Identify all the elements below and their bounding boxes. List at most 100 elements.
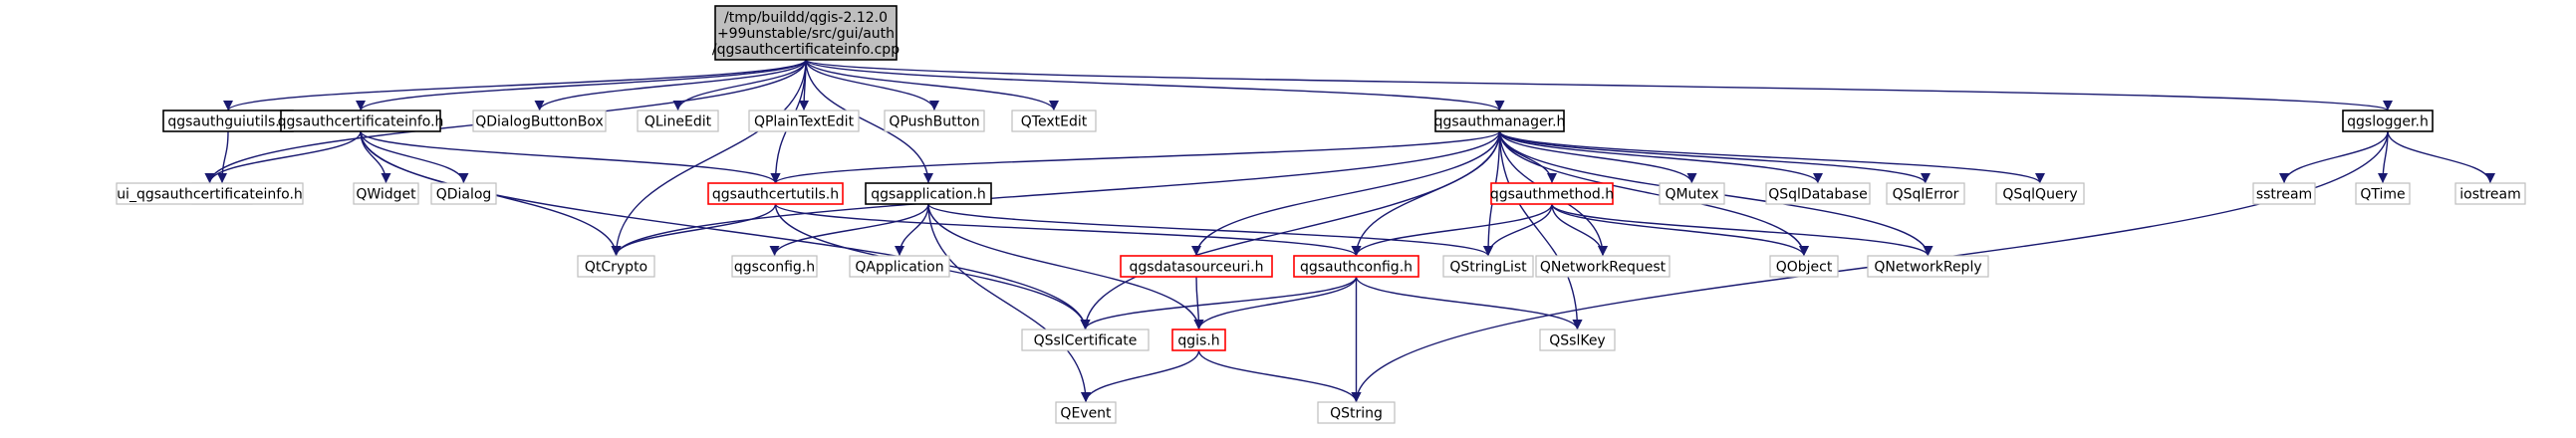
node-qgsauthmanager-box	[1434, 110, 1565, 132]
edge-qgsauthmethod-to-qnetworkreply	[1551, 203, 1933, 257]
node-qgsconfig-label-0: qgsconfig.h	[734, 260, 815, 276]
node-qgsconfig-box	[731, 255, 818, 278]
node-qtcrypto-box	[577, 255, 655, 278]
node-qgsapplication[interactable]: qgsapplication.h	[865, 182, 992, 205]
node-qgslogger-box	[2342, 110, 2434, 132]
node-qgsauthcertificateinfo_h[interactable]: qgsauthcertificateinfo.h	[278, 110, 444, 132]
node-qlineedit-label-0: QLineEdit	[644, 114, 712, 130]
edge-root-to-qtcrypto	[611, 59, 807, 257]
node-qsqldatabase: QSqlDatabase	[1765, 182, 1871, 205]
node-qnetworkrequest-box	[1535, 255, 1671, 278]
node-qsslkey: QSslKey	[1539, 328, 1616, 351]
node-ui_qgsauthcertificateinfo-box	[116, 182, 304, 205]
node-qsqlerror: QSqlError	[1886, 182, 1965, 205]
node-qsslcertificate-box	[1021, 328, 1150, 351]
node-qpushbutton-box	[884, 110, 985, 132]
node-qnetworkrequest-label-0: QNetworkRequest	[1540, 260, 1667, 276]
edges-layer	[204, 59, 2495, 403]
node-qsslcertificate-label-0: QSslCertificate	[1034, 333, 1138, 349]
node-qgsauthmethod[interactable]: qgsauthmethod.h	[1490, 182, 1614, 205]
node-qgsauthconfig-box	[1293, 255, 1419, 278]
node-qnetworkreply-box	[1867, 255, 1989, 278]
edge-qgsauthconfig-to-qsslkey	[1355, 276, 1583, 330]
node-qevent: QEvent	[1055, 401, 1117, 424]
node-qgsapplication-label-0: qgsapplication.h	[871, 187, 986, 203]
node-qdialog-box	[430, 182, 497, 205]
node-qdialogbuttonbox-box	[472, 110, 607, 132]
node-qstringlist-label-0: QStringList	[1449, 260, 1527, 276]
edge-root-to-qlineedit	[672, 59, 807, 111]
node-qstring: QString	[1317, 401, 1396, 424]
node-qtime: QTime	[2355, 182, 2411, 205]
node-qgsauthcertificateinfo_h-label-0: qgsauthcertificateinfo.h	[278, 114, 444, 130]
node-root-box	[714, 5, 898, 61]
node-qgis-label-0: qgis.h	[1177, 333, 1219, 349]
edge-root-to-qgslogger	[805, 59, 2393, 111]
edge-root-to-qgsapplication	[805, 59, 933, 184]
node-qgsauthcertificateinfo_h-box	[280, 110, 441, 132]
node-qstringlist-box	[1442, 255, 1534, 278]
edge-root-to-qdialogbuttonbox	[534, 59, 807, 111]
edge-qgsauthmanager-to-qsslcertificate	[1080, 130, 1501, 330]
edge-qgsauthconfig-to-qsslcertificate	[1080, 276, 1358, 330]
node-qtextedit: QTextEdit	[1011, 110, 1097, 132]
node-qgis-box	[1171, 328, 1226, 351]
node-qgsconfig: qgsconfig.h	[731, 255, 818, 278]
node-qsqldatabase-label-0: QSqlDatabase	[1768, 187, 1867, 203]
node-qgsdatasourceuri[interactable]: qgsdatasourceuri.h	[1120, 255, 1273, 278]
node-qgslogger-label-0: qgslogger.h	[2347, 114, 2429, 130]
node-qdialogbuttonbox-label-0: QDialogButtonBox	[475, 114, 604, 130]
node-qobject-box	[1769, 255, 1839, 278]
node-qgsauthmethod-label-0: qgsauthmethod.h	[1490, 187, 1614, 203]
node-qtime-label-0: QTime	[2360, 187, 2405, 203]
node-root-label-0: /tmp/buildd/qgis-2.12.0	[724, 10, 888, 26]
edge-qgsapplication-to-qgis	[927, 203, 1204, 330]
node-qgsauthguiutils-label-0: qgsauthguiutils.h	[167, 114, 288, 130]
node-ui_qgsauthcertificateinfo-label-0: ui_qgsauthcertificateinfo.h	[117, 187, 303, 203]
node-qgsauthcertutils[interactable]: qgsauthcertutils.h	[707, 182, 844, 205]
node-qgsauthguiutils[interactable]: qgsauthguiutils.h	[162, 110, 294, 132]
node-qsqlerror-label-0: QSqlError	[1893, 187, 1959, 203]
edge-qgsauthmethod-to-qnetworkrequest	[1551, 203, 1608, 257]
node-root[interactable]: /tmp/buildd/qgis-2.12.0+99unstable/src/g…	[712, 5, 900, 61]
node-qstring-label-0: QString	[1330, 406, 1383, 422]
edge-qgslogger-to-iostream	[2387, 130, 2495, 184]
node-qnetworkreply-label-0: QNetworkReply	[1874, 260, 1981, 276]
node-qlineedit-box	[637, 110, 719, 132]
node-qtcrypto-label-0: QtCrypto	[585, 260, 647, 276]
node-qgsauthconfig[interactable]: qgsauthconfig.h	[1293, 255, 1419, 278]
node-qgsauthmanager[interactable]: qgsauthmanager.h	[1434, 110, 1566, 132]
node-qsslkey-label-0: QSslKey	[1549, 333, 1605, 349]
node-qgsauthconfig-label-0: qgsauthconfig.h	[1300, 260, 1413, 276]
edge-qgsauthmethod-to-qobject	[1551, 203, 1809, 257]
edge-qgsauthmanager-to-qsqldatabase	[1498, 130, 1823, 184]
node-qgsauthmethod-box	[1490, 182, 1614, 205]
node-qgsapplication-box	[865, 182, 992, 205]
edge-root-to-qpushbutton	[805, 59, 939, 111]
node-qwidget-label-0: QWidget	[356, 187, 416, 203]
node-qevent-label-0: QEvent	[1060, 406, 1112, 422]
node-qgslogger[interactable]: qgslogger.h	[2342, 110, 2434, 132]
node-qdialog: QDialog	[430, 182, 497, 205]
node-qgis[interactable]: qgis.h	[1171, 328, 1226, 351]
edge-qgsauthmanager-to-qmutex	[1498, 130, 1697, 184]
edge-qgsauthcertificateinfo_h-to-ui_qgsauthcertificateinfo	[204, 130, 362, 184]
node-qgsdatasourceuri-box	[1120, 255, 1273, 278]
edge-qgsapplication-to-qstringlist	[927, 203, 1493, 257]
edge-qgsauthcertificateinfo_h-to-qgsauthcertutils	[360, 130, 781, 184]
node-qplaintextedit: QPlainTextEdit	[748, 110, 860, 132]
node-sstream-label-0: sstream	[2256, 187, 2312, 203]
edge-qgsauthmanager-to-qsqlquery	[1498, 130, 2045, 184]
node-qsqlerror-box	[1886, 182, 1965, 205]
node-qapplication-label-0: QApplication	[855, 260, 943, 276]
edge-qgsapplication-to-qevent	[927, 203, 1091, 403]
edge-qgis-to-qstring	[1197, 349, 1362, 403]
edge-qgsauthmanager-to-qgsauthcertutils	[770, 130, 1501, 184]
node-qmutex-label-0: QMutex	[1665, 187, 1718, 203]
node-iostream-label-0: iostream	[2459, 187, 2521, 203]
node-qtextedit-box	[1011, 110, 1097, 132]
node-qtcrypto: QtCrypto	[577, 255, 655, 278]
edge-qgsauthconfig-to-qgis	[1193, 276, 1358, 330]
edge-qgsauthmanager-to-qsqlerror	[1498, 130, 1931, 184]
